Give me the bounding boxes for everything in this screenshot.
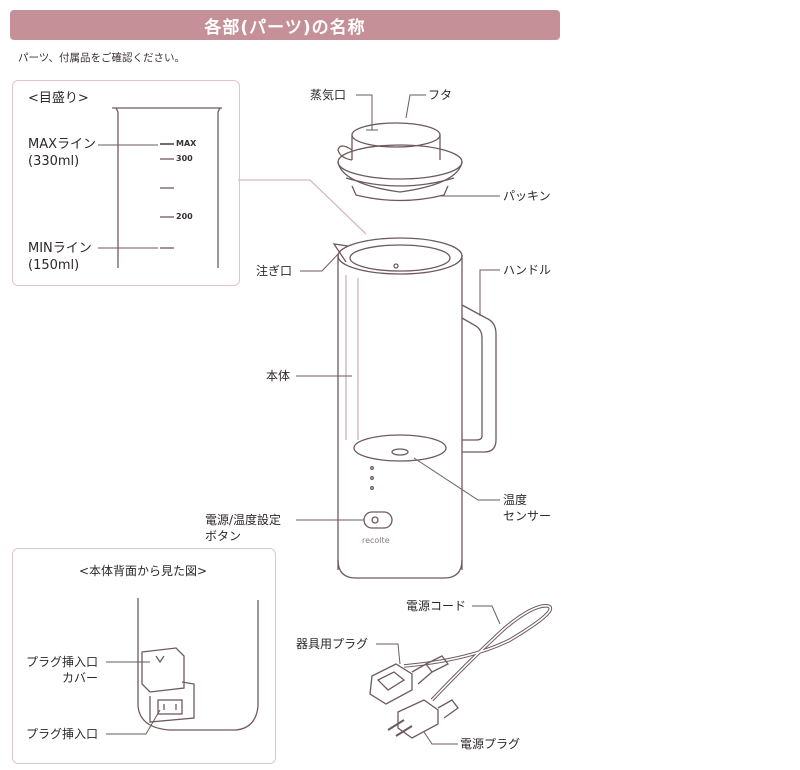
jug-graphic [296,237,500,579]
label-power-cord: 電源コード [406,599,467,613]
label-plug-cover-2: カバー [62,671,99,685]
back-view-box [12,548,276,764]
power-cord-graphic [369,604,553,745]
section-title: 各部(パーツ)の名称 [204,17,366,38]
max-line-label: MAXライン [28,137,97,152]
max-line-value: (330ml) [28,154,80,169]
label-lid: フタ [428,88,453,102]
label-power-button-1: 電源/温度設定 [205,513,282,527]
min-line-value: (150ml) [28,258,80,273]
label-plug-inlet: プラグ挿入口 [26,727,99,741]
label-steam-vent: 蒸気口 [310,88,347,102]
tick-max: MAX [176,139,197,148]
label-packing: パッキン [503,189,551,203]
tick-300: 300 [176,154,193,163]
section-title-banner: 各部(パーツ)の名称 [10,10,560,40]
intro-text: パーツ、付属品をご確認ください。 [18,52,185,64]
tick-200: 200 [176,212,193,221]
scale-title: <目盛り> [28,91,89,106]
label-spout: 注ぎ口 [256,264,293,278]
label-temp-sensor-2: センサー [503,509,552,523]
scale-graphic [98,107,222,268]
label-power-plug: 電源プラグ [460,737,521,751]
scale-box [12,80,240,286]
lid-graphic [337,94,500,202]
brand-logo: recolte [362,536,390,545]
label-appliance-plug: 器具用プラグ [296,637,369,651]
label-body: 本体 [266,369,291,383]
label-temp-sensor-1: 温度 [503,493,528,507]
label-power-button-2: ボタン [205,529,242,543]
label-plug-cover-1: プラグ挿入口 [26,655,99,669]
back-view-graphic [106,598,259,735]
back-view-title: <本体背面から見た図> [78,564,208,578]
min-line-label: MINライン [28,241,92,256]
label-handle: ハンドル [503,263,552,277]
